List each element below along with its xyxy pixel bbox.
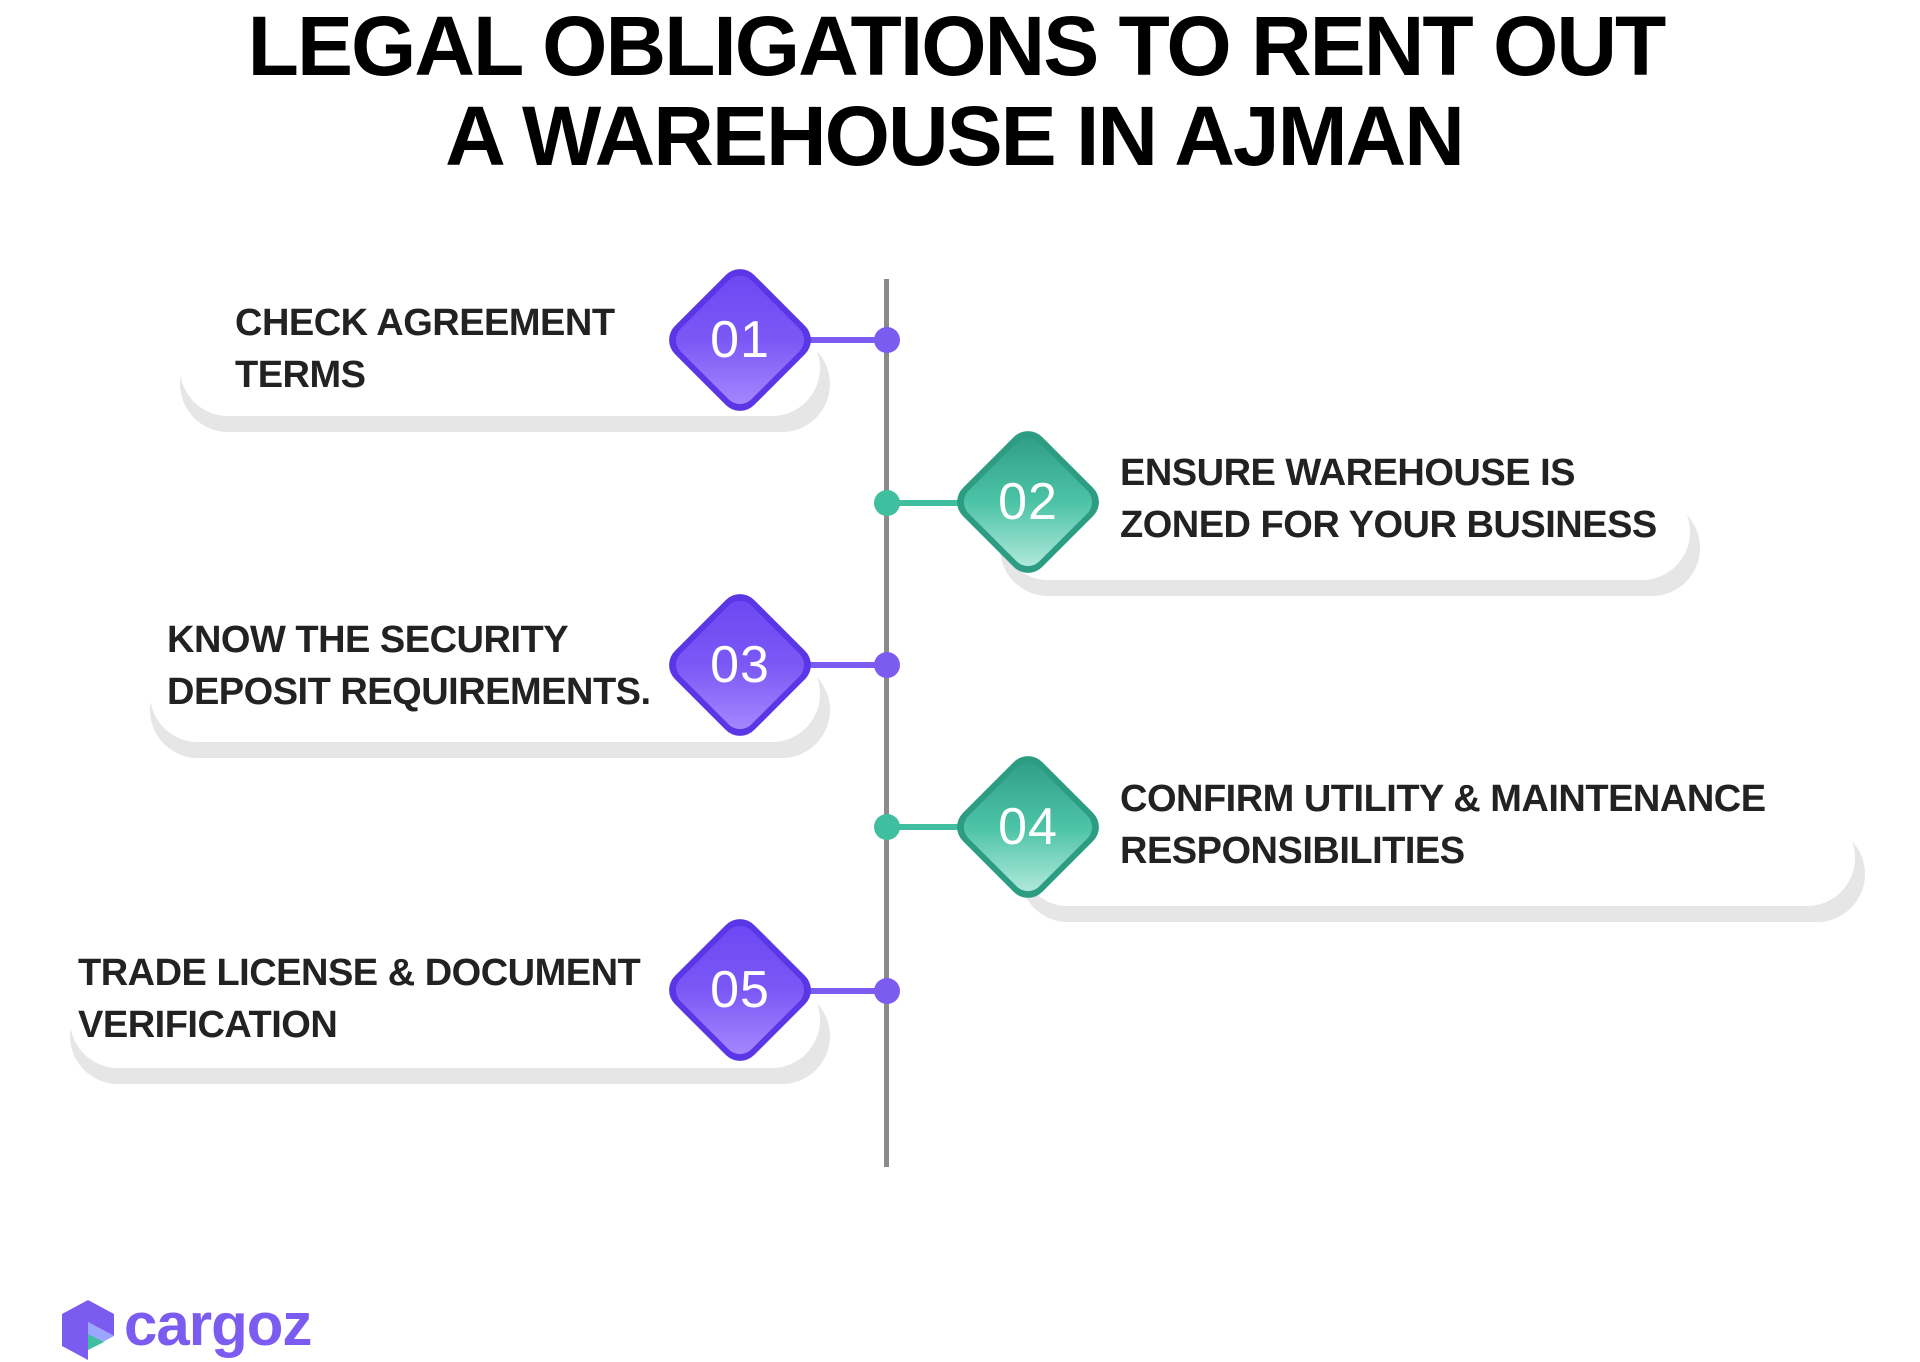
timeline-dot bbox=[874, 814, 900, 840]
connector bbox=[790, 662, 885, 668]
step-label-line-1: CONFIRM UTILITY & MAINTENANCE bbox=[1120, 778, 1766, 820]
logo-text: cargoz bbox=[124, 1291, 312, 1358]
step-badge: 05 bbox=[660, 910, 820, 1070]
page-title: LEGAL OBLIGATIONS TO RENT OUT A WAREHOUS… bbox=[0, 0, 1920, 183]
step-number: 04 bbox=[998, 798, 1058, 856]
connector bbox=[790, 988, 885, 994]
step-label-line-1: ENSURE WAREHOUSE IS bbox=[1120, 452, 1576, 494]
step-label: CONFIRM UTILITY & MAINTENANCE RESPONSIBI… bbox=[1120, 773, 1766, 877]
title-line-2: A WAREHOUSE IN AJMAN bbox=[445, 89, 1465, 183]
step-label-line-2: ZONED FOR YOUR BUSINESS bbox=[1120, 504, 1657, 546]
step-label-line-2: DEPOSIT REQUIREMENTS. bbox=[167, 671, 651, 713]
step-label: ENSURE WAREHOUSE IS ZONED FOR YOUR BUSIN… bbox=[1120, 447, 1657, 551]
timeline-dot bbox=[874, 978, 900, 1004]
step-label-line-2: RESPONSIBILITIES bbox=[1120, 830, 1465, 872]
step-label: TRADE LICENSE & DOCUMENT VERIFICATION bbox=[78, 947, 641, 1051]
step-badge: 04 bbox=[948, 747, 1108, 907]
step-label-line-1: KNOW THE SECURITY bbox=[167, 619, 569, 661]
step-number: 02 bbox=[998, 473, 1058, 531]
step-badge: 03 bbox=[660, 585, 820, 745]
cargoz-logo-icon bbox=[62, 1300, 114, 1360]
timeline-dot bbox=[874, 327, 900, 353]
connector bbox=[790, 337, 885, 343]
step-label-line-1: CHECK AGREEMENT bbox=[235, 302, 615, 344]
timeline-dot bbox=[874, 652, 900, 678]
step-label-line-1: TRADE LICENSE & DOCUMENT bbox=[78, 952, 641, 994]
step-label-line-2: TERMS bbox=[235, 354, 366, 396]
step-label: KNOW THE SECURITY DEPOSIT REQUIREMENTS. bbox=[167, 614, 651, 718]
step-number: 01 bbox=[710, 311, 770, 369]
connector bbox=[886, 500, 996, 506]
step-label: CHECK AGREEMENT TERMS bbox=[235, 297, 615, 401]
card bbox=[1000, 484, 1690, 580]
step-number: 03 bbox=[710, 636, 770, 694]
timeline-dot bbox=[874, 490, 900, 516]
connector bbox=[886, 824, 996, 830]
card bbox=[1020, 810, 1855, 906]
step-number: 05 bbox=[710, 961, 770, 1019]
step-badge: 02 bbox=[948, 422, 1108, 582]
step-badge: 01 bbox=[660, 260, 820, 420]
cargoz-logo: cargoz bbox=[58, 1291, 328, 1362]
title-line-1: LEGAL OBLIGATIONS TO RENT OUT bbox=[247, 0, 1667, 93]
step-label-line-2: VERIFICATION bbox=[78, 1004, 338, 1046]
timeline-line bbox=[884, 279, 889, 1167]
